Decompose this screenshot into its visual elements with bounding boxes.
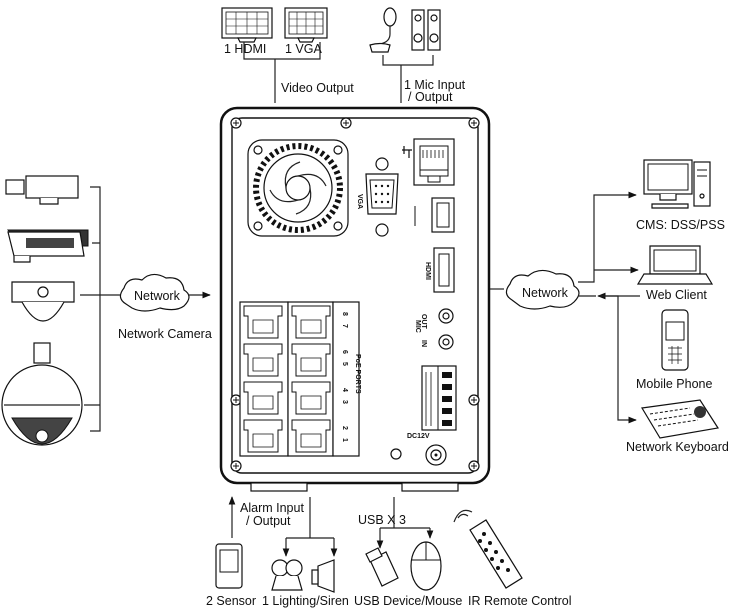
- ethernet-port: [413, 138, 455, 186]
- poe-jack: [291, 381, 331, 415]
- monitor-hdmi-icon: [221, 7, 273, 43]
- usb-device-label: USB Device/Mouse: [354, 594, 462, 608]
- vga-port: VGA: [356, 157, 399, 237]
- port-number: 7: [341, 324, 348, 328]
- poe-jack: [291, 305, 331, 339]
- siren-icon: [311, 559, 335, 593]
- monitor-vga-icon: [284, 7, 328, 43]
- port-number: 1: [341, 438, 348, 442]
- network-cloud-right: [505, 269, 580, 310]
- network-cloud-left: [119, 273, 190, 312]
- mic-label: MIC: [414, 320, 421, 333]
- mic-jacks: OUT MIC IN: [414, 308, 454, 350]
- sensor-label: 2 Sensor: [206, 594, 256, 608]
- alarm-label-line2: / Output: [246, 514, 291, 528]
- power-port: DC12V: [390, 433, 447, 466]
- web-client-label: Web Client: [646, 288, 707, 302]
- hdmi-port: HDMI: [424, 247, 455, 293]
- network-keyboard-icon: [641, 399, 719, 439]
- microphone-icon: [369, 7, 397, 53]
- alarm-label-line1: Alarm Input: [240, 501, 304, 515]
- network-right-label: Network: [522, 286, 569, 300]
- poe-jack: [243, 381, 283, 415]
- poe-ports: PoE PORTS 1 2 3 4 5 6 7 8: [239, 301, 361, 457]
- desktop-computer-icon: [643, 159, 711, 209]
- mic-label-line1: 1 Mic Input: [404, 78, 466, 92]
- mic-in-label: IN: [420, 340, 427, 347]
- lighting-label: 1 Lighting/Siren: [262, 594, 349, 608]
- usb-port: [414, 197, 455, 233]
- port-number: 3: [341, 400, 348, 404]
- mic-out-label: OUT: [420, 314, 427, 330]
- ir-remote-label: IR Remote Control: [468, 594, 572, 608]
- mobile-phone-icon: [661, 309, 689, 371]
- poe-jack: [243, 305, 283, 339]
- poe-jack: [291, 343, 331, 377]
- usb-drive-icon: [365, 547, 399, 587]
- port-number: 5: [341, 362, 348, 366]
- mic-label-line2: / Output: [408, 90, 453, 104]
- screw-icon: [230, 117, 480, 472]
- box-camera-icon: [5, 175, 79, 205]
- hdmi-label: 1 HDMI: [224, 42, 266, 56]
- network-symbol-icon: [402, 146, 412, 158]
- cooling-fan-icon: [247, 139, 349, 237]
- sensor-icon: [215, 543, 243, 589]
- bullet-camera-icon: [7, 229, 89, 263]
- power-label: DC12V: [407, 433, 430, 440]
- poe-jack: [243, 419, 283, 453]
- port-number: 2: [341, 426, 348, 430]
- dome-camera-icon: [11, 281, 75, 322]
- network-camera-label: Network Camera: [118, 327, 212, 341]
- usb-x3-label: USB X 3: [358, 513, 406, 527]
- hdmi-port-label: HDMI: [424, 262, 431, 280]
- ptz-camera-icon: [1, 342, 83, 446]
- vga-port-label: VGA: [356, 194, 363, 209]
- network-left-label: Network: [134, 289, 181, 303]
- poe-jack: [243, 343, 283, 377]
- port-number: 8: [341, 312, 348, 316]
- port-number: 4: [341, 388, 348, 392]
- vga-label: 1 VGA: [285, 42, 322, 56]
- port-number: 6: [341, 350, 348, 354]
- video-output-label: Video Output: [281, 81, 354, 95]
- cms-label: CMS: DSS/PSS: [636, 218, 725, 232]
- mouse-icon: [410, 541, 442, 591]
- lighting-icon: [271, 559, 303, 591]
- alarm-terminal-block: [421, 365, 457, 431]
- speaker-icon: [411, 9, 441, 51]
- poe-ports-label: PoE PORTS: [354, 354, 361, 394]
- poe-jack: [291, 419, 331, 453]
- network-keyboard-label: Network Keyboard: [626, 440, 729, 454]
- mobile-phone-label: Mobile Phone: [636, 377, 712, 391]
- ir-remote-icon: [453, 509, 523, 589]
- laptop-icon: [636, 245, 714, 285]
